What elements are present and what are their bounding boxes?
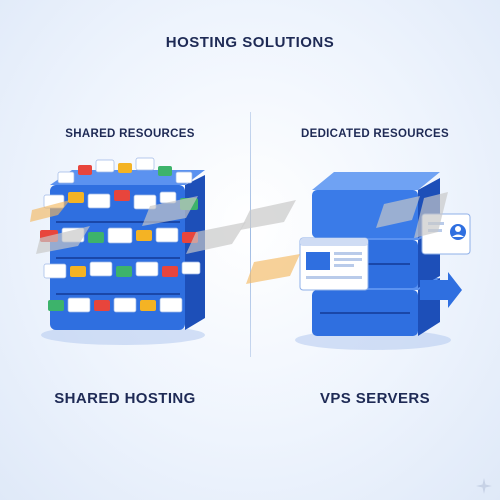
browser-window-icon <box>299 237 369 291</box>
sparkle-icon <box>476 478 492 494</box>
column-divider <box>250 112 251 357</box>
server-stack-icon <box>40 157 205 345</box>
shared-resources-heading: SHARED RESOURCES <box>65 128 195 140</box>
arrow-right-icon <box>420 272 462 308</box>
vps-servers-label: VPS SERVERS <box>319 390 430 407</box>
page-title: HOSTING SOLUTIONS <box>165 34 335 51</box>
dedicated-resources-heading: DEDICATED RESOURCES <box>301 128 449 140</box>
shared-hosting-label: SHARED HOSTING <box>54 390 196 407</box>
watermark <box>30 192 448 284</box>
